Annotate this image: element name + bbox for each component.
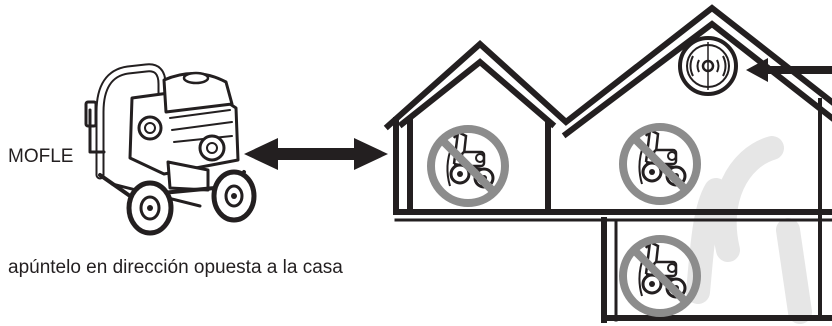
co-alarm-icon [678,36,738,96]
double-arrow-icon [244,138,388,170]
arrow-left-icon [746,58,832,82]
muffler-label: MOFLE [8,146,74,167]
prohibited-indoor-use-icon [427,125,509,207]
watermark [686,136,812,324]
prohibited-indoor-use-icon [619,235,701,317]
prohibited-indoor-use-icon [619,123,701,205]
house-outline-icon [383,4,832,323]
direction-caption: apúntelo en dirección opuesta a la casa [8,257,343,278]
pressure-washer-icon [84,63,257,236]
